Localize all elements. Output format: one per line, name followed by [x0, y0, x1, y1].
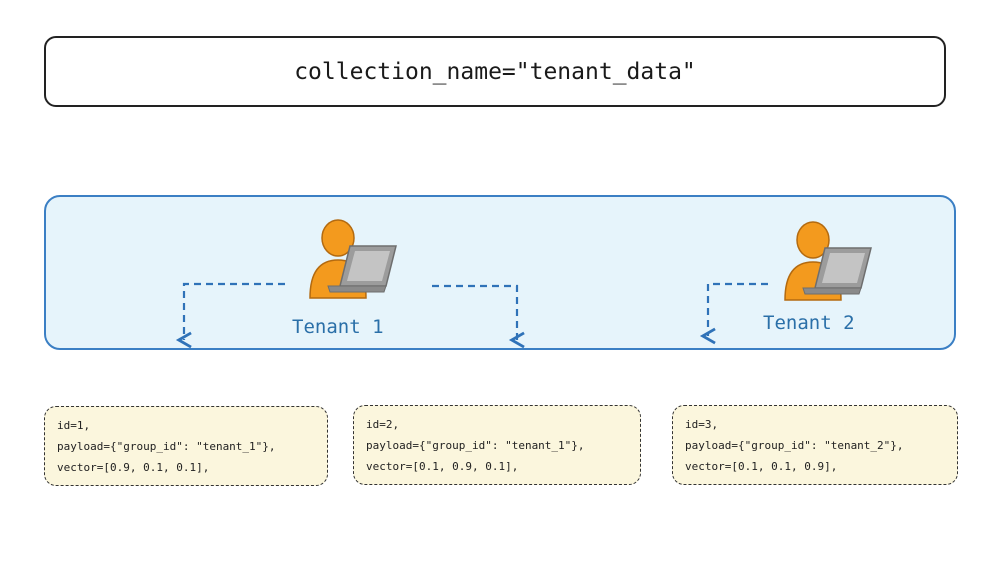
- record-payload: payload={"group_id": "tenant_2"},: [685, 439, 904, 452]
- collection-name-text: collection_name="tenant_data": [294, 58, 696, 85]
- record-id: id=1,: [57, 419, 91, 432]
- record-id: id=2,: [366, 418, 400, 431]
- tenant-1-label: Tenant 1: [292, 316, 384, 338]
- user-with-laptop-icon: [309, 219, 397, 299]
- record-card-1: id=1, payload={"group_id": "tenant_1"}, …: [44, 406, 328, 486]
- record-vector: vector=[0.1, 0.9, 0.1],: [366, 460, 519, 473]
- record-vector: vector=[0.9, 0.1, 0.1],: [57, 461, 210, 474]
- record-payload: payload={"group_id": "tenant_1"},: [366, 439, 585, 452]
- user-with-laptop-icon: [784, 221, 872, 301]
- record-payload: payload={"group_id": "tenant_1"},: [57, 440, 276, 453]
- record-card-3: id=3, payload={"group_id": "tenant_2"}, …: [672, 405, 958, 485]
- tenant-2-label: Tenant 2: [763, 312, 855, 334]
- record-vector: vector=[0.1, 0.1, 0.9],: [685, 460, 838, 473]
- record-id: id=3,: [685, 418, 719, 431]
- record-card-2: id=2, payload={"group_id": "tenant_1"}, …: [353, 405, 641, 485]
- collection-name-box: collection_name="tenant_data": [44, 36, 946, 107]
